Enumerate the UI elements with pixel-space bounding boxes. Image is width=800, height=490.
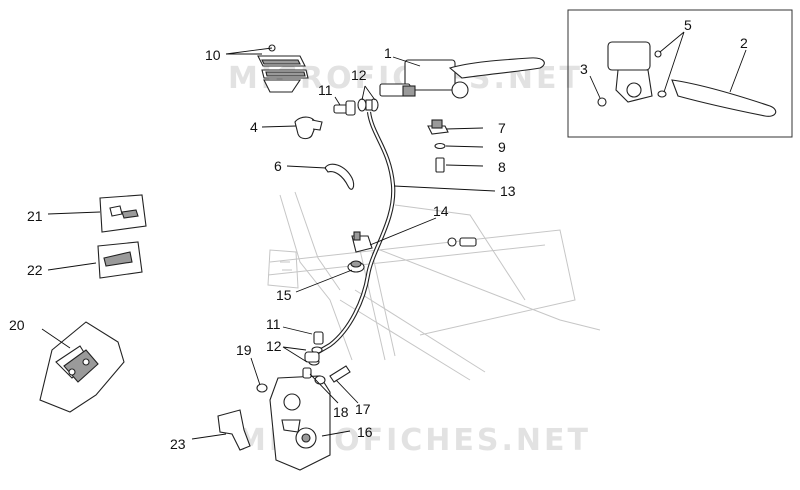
callout-3: 3 [580,61,588,77]
callout-2: 2 [740,35,748,51]
caliper-bolt [314,365,351,385]
hose-guide [351,231,477,253]
dust-cover [294,116,323,140]
callout-7: 7 [498,120,506,136]
brake-pads [39,321,125,413]
banjo-bolt-top [333,100,356,116]
callout-11-bottom: 11 [266,316,281,332]
callout-9: 9 [498,139,506,155]
pin-kit-22 [97,241,143,279]
master-cylinder [379,57,545,99]
callout-labels: 1 2 3 4 5 6 7 8 9 10 11 11 12 12 13 14 1… [9,17,748,452]
callout-5: 5 [684,17,692,33]
washer-19 [256,383,268,393]
screw-8 [435,157,445,173]
callout-18: 18 [333,404,349,420]
brake-caliper [269,375,331,471]
callout-13: 13 [500,183,516,199]
copper-washers-top [357,98,379,112]
callout-23: 23 [170,436,186,452]
inset-screws [597,50,667,107]
hose-bracket [427,119,449,135]
leader-lines [41,31,747,440]
callout-11-top: 11 [318,82,333,98]
callout-8: 8 [498,159,506,175]
washer-9 [434,142,446,150]
bleed-screw [302,367,312,379]
grommet [347,260,365,273]
inset-box [567,9,793,138]
banjo-bolt-bottom [304,331,324,366]
callout-22: 22 [27,262,43,278]
callout-12-top: 12 [351,67,367,83]
reservoir-cap [257,44,309,93]
callout-1: 1 [384,45,392,61]
hose-clip [324,163,355,190]
callout-15: 15 [276,287,292,303]
inset-lever [671,79,777,117]
callout-4: 4 [250,119,258,135]
callout-19: 19 [236,342,252,358]
bracket-23 [217,409,251,451]
callout-20: 20 [9,317,25,333]
callout-10: 10 [205,47,221,63]
frame-outline [267,191,601,381]
callout-12-bottom: 12 [266,338,282,354]
callout-6: 6 [274,158,282,174]
pin-kit-21 [99,194,147,233]
brake-hose [316,111,396,354]
callout-21: 21 [27,208,43,224]
callout-17: 17 [355,401,371,417]
callout-16: 16 [357,424,373,440]
callout-14: 14 [433,203,449,219]
inset-master-cylinder [607,41,653,103]
